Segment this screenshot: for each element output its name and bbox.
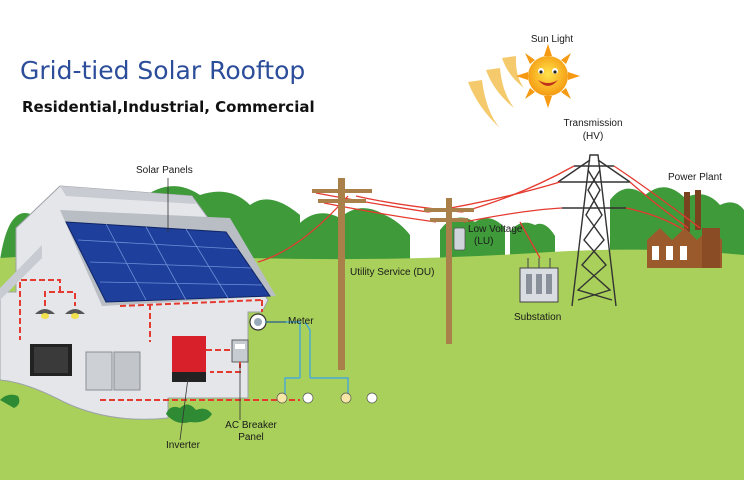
leader-lines (167, 178, 286, 441)
substation-icon (519, 258, 559, 303)
utility-pole-lv (424, 198, 474, 344)
power-lines (257, 165, 701, 263)
ceiling-lamp-1 (35, 309, 55, 319)
power-plant-icon (647, 190, 722, 268)
bushes (0, 394, 212, 423)
label-panel: Panel (238, 432, 264, 443)
label-inverter: Inverter (166, 440, 200, 451)
sun-rays (468, 56, 524, 128)
label-low-voltage-lu: (LU) (474, 236, 494, 247)
solar-panel-array (65, 221, 271, 303)
meter-readout-2 (340, 392, 378, 404)
label-transmission-hv: (HV) (582, 131, 604, 142)
sun-icon (516, 44, 580, 108)
page-title: Grid-tied Solar Rooftop (20, 56, 306, 85)
washing-machines-icon (85, 351, 141, 391)
label-substation: Substation (514, 312, 562, 323)
meter-wiring (265, 321, 349, 394)
meter-icon (249, 313, 267, 331)
tv-icon (30, 344, 72, 376)
meter-readout-1 (276, 392, 314, 404)
label-power-plant: Power Plant (668, 172, 722, 183)
label-ac-breaker: AC Breaker (225, 420, 277, 431)
label-low-voltage: Low Voltage (468, 224, 523, 235)
inverter-icon (172, 336, 206, 382)
label-meter: Meter (288, 316, 314, 327)
label-transmission: Transmission (563, 118, 623, 129)
label-utility-service: Utility Service (DU) (350, 267, 435, 278)
pole-transformer-icon (453, 227, 466, 251)
ceiling-lamp-2 (65, 309, 85, 319)
ac-breaker-panel-icon (231, 339, 249, 363)
utility-pole-du (312, 178, 372, 370)
label-solar-panels: Solar Panels (136, 165, 193, 176)
label-sun-light: Sun Light (530, 34, 574, 45)
transmission-tower-icon (557, 154, 631, 307)
page-subtitle: Residential,Industrial, Commercial (22, 98, 315, 116)
